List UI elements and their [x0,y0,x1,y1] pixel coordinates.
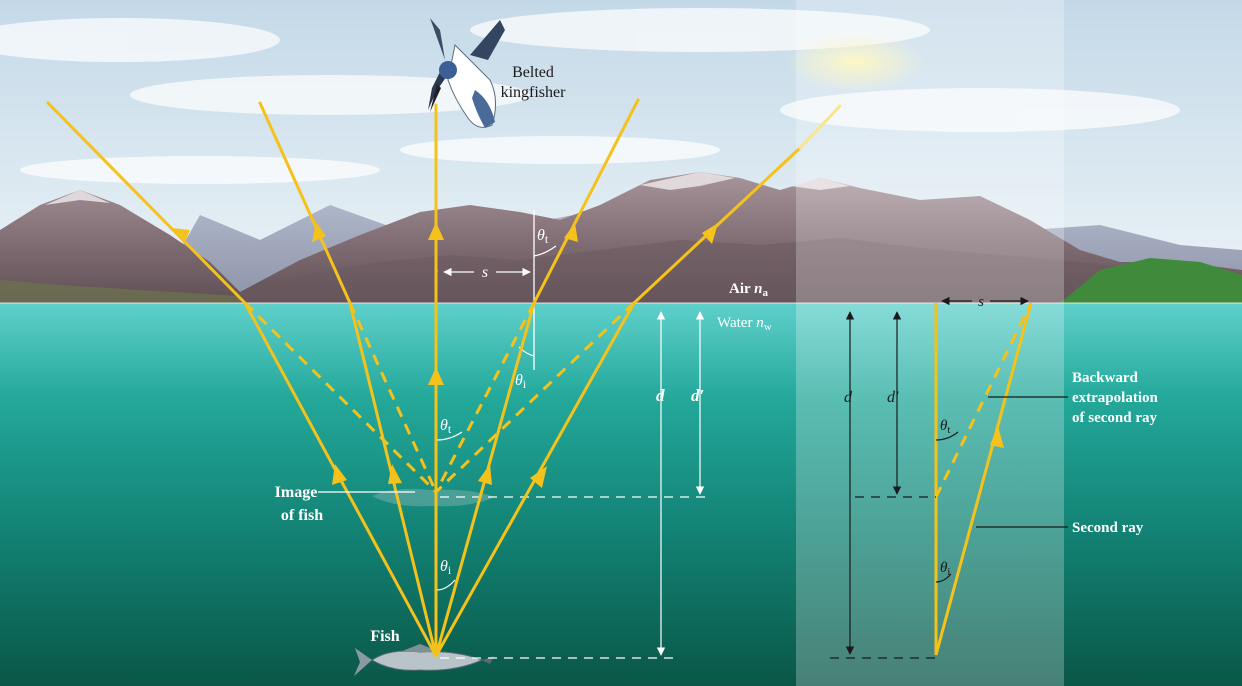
theta-t-air: θt [537,227,549,246]
ray-right-1-air-faded [798,104,842,150]
kingfisher-bird [428,18,505,128]
mountain-ridge-shadow [240,238,1242,303]
sun [785,32,925,92]
geometry-panel [796,0,1064,686]
panel-s-label: s [978,294,984,310]
ray-left-2-air [258,101,352,305]
mountain-snow [45,172,850,205]
dimension-arrows [443,267,705,656]
image-label-line2: of fish [281,507,323,524]
shore-grass [1060,258,1242,303]
text-labels: Belted kingfisher Air na Water nw Image … [275,64,1159,645]
ray-arrowheads [172,222,718,488]
theta-i-bottom: θi [440,558,452,577]
image-label-line1: Image [275,484,318,501]
panel-geometry [830,296,1068,659]
panel-d-label: d [844,389,853,406]
bird-label-line1: Belted [512,64,554,81]
fish-image [372,488,495,507]
backward-extrapolations [243,301,636,494]
s-label: s [482,264,488,281]
bird-label-line2: kingfisher [501,84,567,101]
panel-d-prime-label: d′ [887,389,899,406]
water [0,303,1242,686]
theta-t-water: θt [440,417,452,436]
water-label: Water nw [717,315,772,333]
fish-label: Fish [370,628,399,645]
d-prime-label: d′ [691,386,704,405]
ray-right-2-air [532,98,640,305]
air-label: Air na [729,281,768,299]
theta-i-water: θi [515,372,527,391]
backward-label-line2: extrapolation [1072,390,1158,406]
backward-label-line1: Backward [1072,370,1138,386]
d-label: d [656,386,665,405]
panel-theta-i: θi [940,560,950,578]
backward-label-line3: of second ray [1072,410,1157,426]
shore-grass-left [0,280,240,303]
panel-theta-t: θt [940,418,950,436]
second-ray-label: Second ray [1072,520,1144,536]
ray-left-1-air [46,101,247,305]
fish [354,644,494,676]
